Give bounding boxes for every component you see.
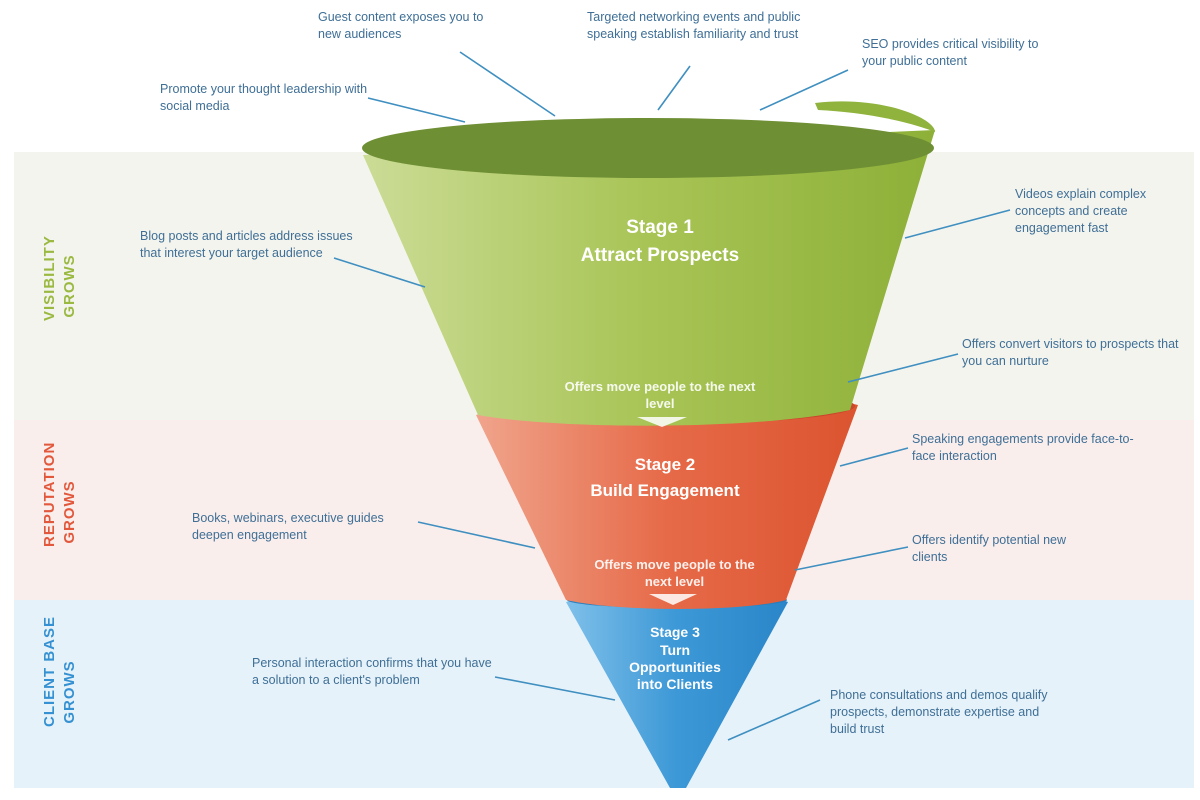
- stage1-down-arrow: [637, 417, 687, 427]
- leader-personal-interaction: [494, 676, 616, 701]
- note-guest-content: Guest content exposes you to new audienc…: [318, 10, 484, 41]
- stage3-label: Stage 3: [650, 624, 700, 640]
- leader-guest-content: [459, 51, 556, 117]
- stage2-offer-text: Offers move people to the next level: [594, 557, 755, 589]
- leader-offers-identify: [794, 546, 909, 571]
- leader-networking: [657, 65, 691, 111]
- leader-offers-convert: [847, 353, 959, 383]
- stage1-label: Stage 1: [626, 217, 694, 238]
- leader-blog-posts: [333, 257, 426, 288]
- note-offers-identify: Offers identify potential new clients: [912, 533, 1067, 564]
- stage1-heading: Stage 1 Attract Prospects: [520, 216, 800, 268]
- stage3-heading: Stage 3 Turn Opportunities into Clients: [615, 624, 735, 693]
- stage2-label: Stage 2: [634, 455, 696, 474]
- note-networking: Targeted networking events and public sp…: [587, 10, 801, 41]
- note-videos: Videos explain complex concepts and crea…: [1015, 187, 1147, 235]
- note-speaking: Speaking engagements provide face-to-fac…: [912, 432, 1134, 463]
- leader-speaking: [839, 447, 909, 467]
- stage3-title: Turn Opportunities into Clients: [629, 642, 721, 692]
- note-offers-convert: Offers convert visitors to prospects tha…: [962, 337, 1179, 368]
- stage1-cone: [362, 101, 935, 426]
- stage1-offer-text: Offers move people to the next level: [564, 379, 756, 411]
- stage1-title: Attract Prospects: [580, 245, 740, 266]
- funnel-rim-curl: [815, 101, 935, 132]
- leader-books: [417, 521, 536, 549]
- note-personal-interaction: Personal interaction confirms that you h…: [252, 656, 492, 687]
- note-phone-consultations: Phone consultations and demos qualify pr…: [830, 688, 1048, 736]
- leader-phone-consultations: [727, 699, 821, 741]
- note-seo: SEO provides critical visibility to your…: [862, 37, 1039, 68]
- stage2-down-arrow: [649, 594, 697, 605]
- note-social-media: Promote your thought leadership with soc…: [160, 82, 368, 113]
- stage2-heading: Stage 2 Build Engagement: [540, 454, 790, 502]
- note-books: Books, webinars, executive guides deepen…: [192, 511, 384, 542]
- stage2-title: Build Engagement: [590, 481, 740, 500]
- leader-seo: [759, 69, 849, 111]
- leader-videos: [904, 209, 1011, 239]
- note-blog-posts: Blog posts and articles address issues t…: [140, 229, 353, 260]
- leader-social-media: [367, 97, 466, 123]
